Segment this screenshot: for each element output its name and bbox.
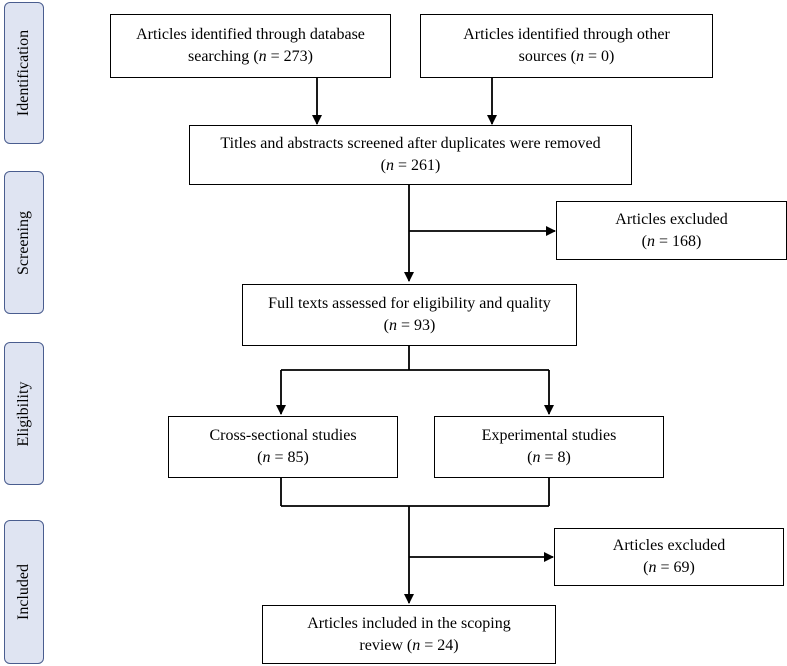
- phase-screening: Screening: [4, 171, 44, 314]
- phase-identification: Identification: [4, 2, 44, 144]
- box-database-search: Articles identified through database sea…: [110, 14, 391, 78]
- box-text: Articles identified through other source…: [463, 26, 670, 65]
- phase-label: Identification: [15, 29, 32, 117]
- box-excluded-screening: Articles excluded (n = 168): [556, 201, 787, 260]
- box-count: (n = 93): [383, 317, 436, 334]
- box-full-text: Full texts assessed for eligibility and …: [242, 284, 577, 346]
- box-count: (n = 69): [643, 559, 695, 576]
- phase-eligibility: Eligibility: [4, 342, 44, 485]
- phase-label: Included: [15, 564, 32, 620]
- phase-label: Screening: [15, 210, 32, 275]
- box-count: (n = 168): [641, 232, 702, 250]
- box-excluded-eligibility: Articles excluded (n = 69): [554, 528, 784, 586]
- box-text: Titles and abstracts screened after dupl…: [220, 135, 601, 152]
- box-experimental: Experimental studies (n = 8): [434, 416, 664, 478]
- box-included: Articles included in the scoping review …: [262, 605, 556, 664]
- box-count: (n = 261): [380, 157, 441, 174]
- box-text: Full texts assessed for eligibility and …: [268, 295, 551, 312]
- box-count: (n = 8): [527, 449, 571, 466]
- box-text: Articles identified through database sea…: [136, 26, 365, 65]
- box-text: Experimental studies: [481, 427, 617, 444]
- box-cross-sectional: Cross-sectional studies (n = 85): [168, 416, 398, 478]
- box-text: Cross-sectional studies: [209, 427, 357, 444]
- box-text: Articles included in the scoping review …: [307, 614, 511, 654]
- box-count: (n = 85): [257, 449, 309, 466]
- box-other-sources: Articles identified through other source…: [420, 14, 713, 78]
- box-text: Articles excluded: [615, 210, 728, 228]
- box-text: Articles excluded: [612, 537, 726, 554]
- phase-included: Included: [4, 520, 44, 664]
- box-screened: Titles and abstracts screened after dupl…: [189, 125, 632, 185]
- phase-label: Eligibility: [15, 381, 32, 446]
